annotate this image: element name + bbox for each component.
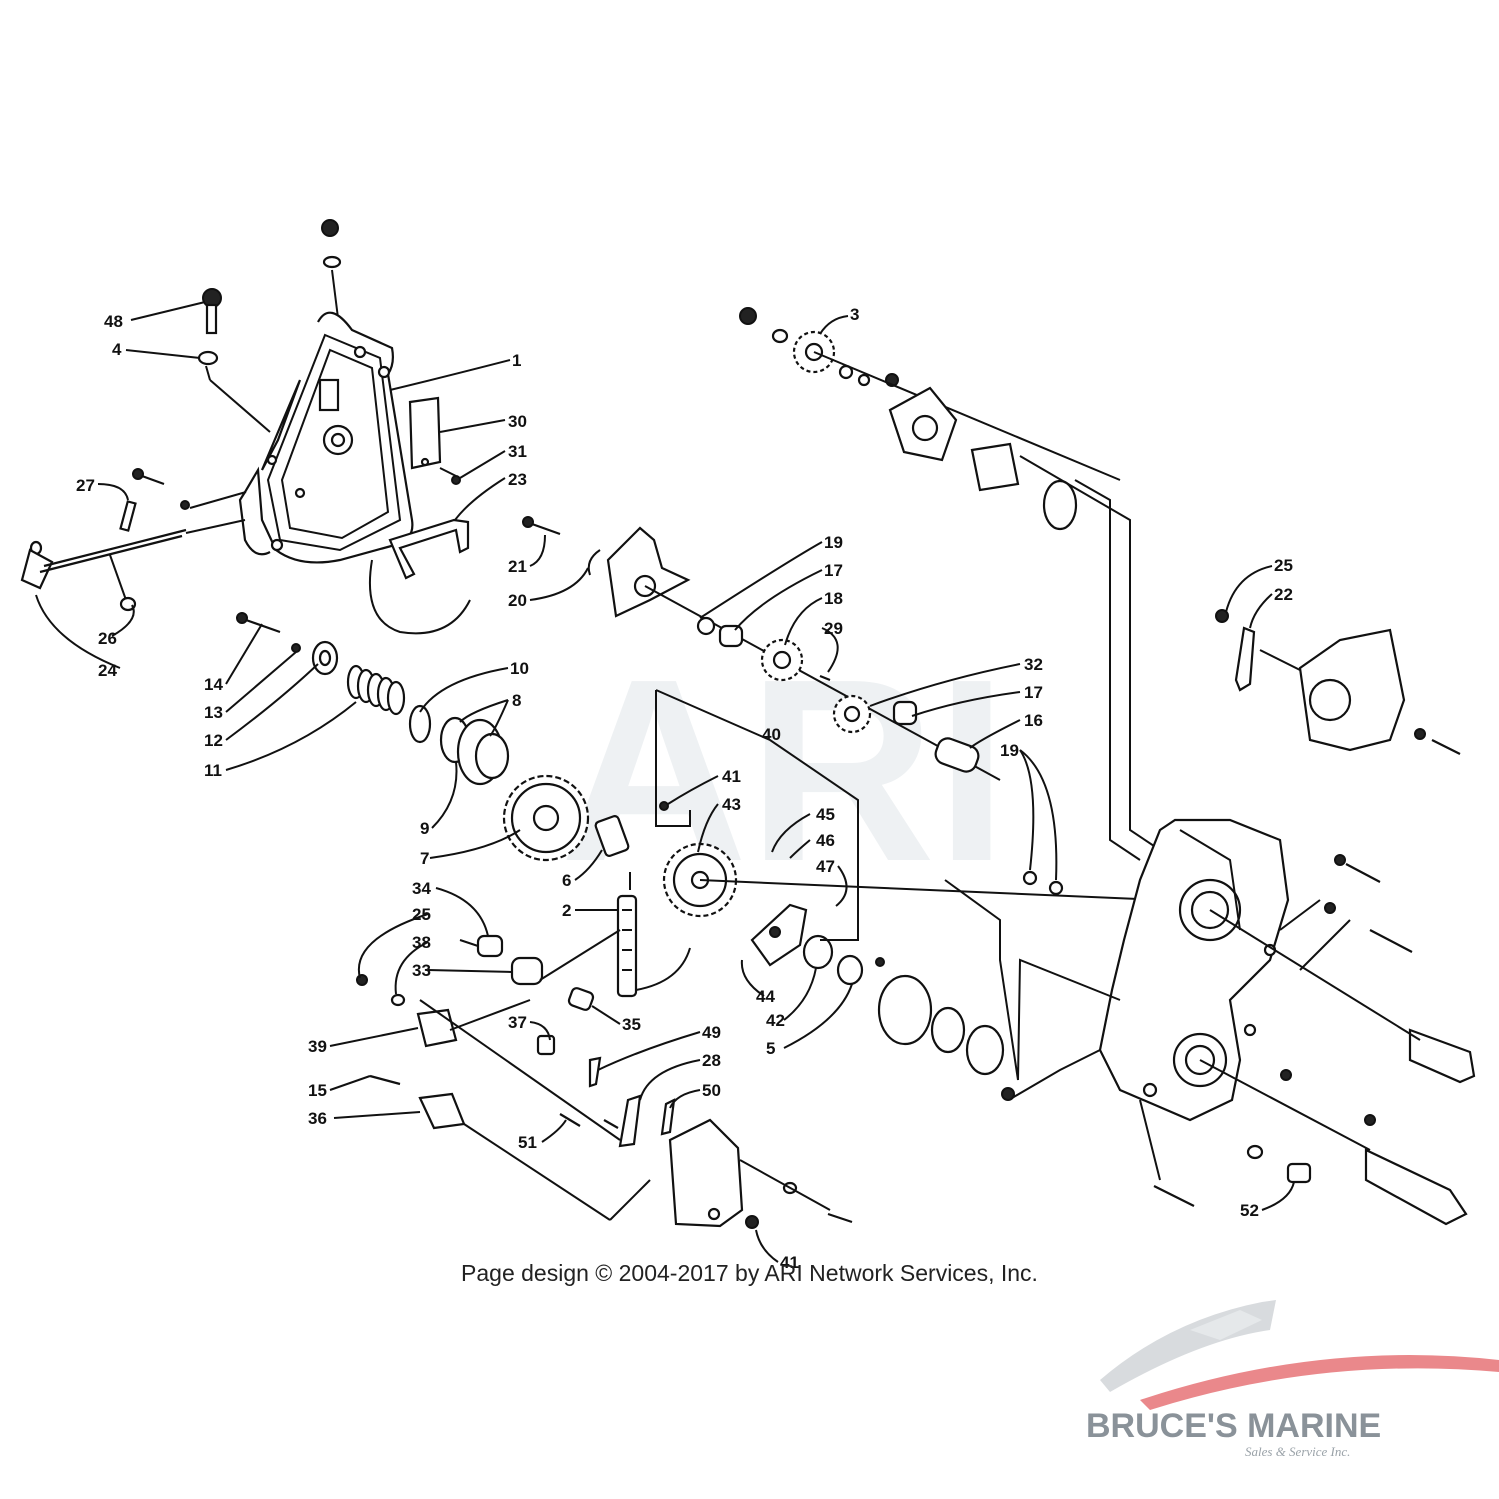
callout-46: 46	[816, 831, 835, 850]
callout-40: 40	[762, 725, 781, 744]
bottom-housing	[668, 1118, 853, 1229]
right-bolts	[1001, 854, 1476, 1226]
logo-swoosh-red	[1140, 1355, 1499, 1410]
callout-37: 37	[508, 1013, 527, 1032]
callout-4: 4	[112, 340, 122, 359]
callout-9: 9	[420, 819, 429, 838]
callout-45: 45	[816, 805, 835, 824]
callout-41-upper: 41	[722, 767, 741, 786]
plate-30	[408, 396, 461, 485]
callout-42: 42	[766, 1011, 785, 1030]
callout-19-lower: 19	[1000, 741, 1019, 760]
shift-rod	[20, 500, 246, 612]
callout-labels: 48 4 1 30 31 23 27 26 24 3 21 20 19 17 1…	[76, 305, 1293, 1272]
callout-36: 36	[308, 1109, 327, 1128]
part-drawings	[20, 219, 1476, 1229]
chain-2	[616, 872, 691, 998]
callout-18: 18	[824, 589, 843, 608]
callout-2: 2	[562, 901, 571, 920]
callout-10: 10	[510, 659, 529, 678]
callout-32: 32	[1024, 655, 1043, 674]
rollers	[459, 929, 621, 1011]
callout-51: 51	[518, 1133, 537, 1152]
callout-5: 5	[766, 1039, 775, 1058]
large-sprocket-7	[502, 774, 630, 862]
cable-loop	[368, 559, 471, 635]
callout-28: 28	[702, 1051, 721, 1070]
callout-22: 22	[1274, 585, 1293, 604]
callout-21: 21	[508, 557, 527, 576]
callout-27: 27	[76, 476, 95, 495]
callout-41-lower: 41	[780, 1253, 799, 1272]
callout-30: 30	[508, 412, 527, 431]
chain-case-cover	[238, 311, 414, 564]
sprocket-43	[659, 801, 1161, 918]
bearing-flange	[888, 386, 1161, 861]
callout-8: 8	[512, 691, 521, 710]
callout-52: 52	[1240, 1201, 1259, 1220]
callout-6: 6	[562, 871, 571, 890]
callout-25-right: 25	[1274, 556, 1293, 575]
callout-15: 15	[308, 1081, 327, 1100]
cover-side-bolt	[132, 468, 247, 510]
callout-23: 23	[508, 470, 527, 489]
screw-48	[197, 288, 271, 433]
logo-boat-cabin	[1190, 1310, 1262, 1340]
callout-44: 44	[756, 987, 775, 1006]
callout-31: 31	[508, 442, 527, 461]
callout-20: 20	[508, 591, 527, 610]
callout-33: 33	[412, 961, 431, 980]
callout-26: 26	[98, 629, 117, 648]
callout-24: 24	[98, 661, 117, 680]
gearcase-housing	[1098, 818, 1290, 1122]
callout-17-lower: 17	[1024, 683, 1043, 702]
callout-35: 35	[622, 1015, 641, 1034]
sprocket-3	[739, 307, 1121, 481]
callout-11: 11	[204, 761, 222, 780]
callout-43: 43	[722, 795, 741, 814]
callout-1: 1	[512, 351, 521, 370]
callout-47: 47	[816, 857, 835, 876]
brake-bracket-22	[1215, 609, 1461, 755]
callout-12: 12	[204, 731, 223, 750]
callout-19-upper: 19	[824, 533, 843, 552]
brake-parts	[750, 903, 1005, 1076]
bracket-23	[388, 518, 470, 580]
callout-38: 38	[412, 933, 431, 952]
block-39	[356, 974, 651, 1221]
callout-48: 48	[104, 312, 123, 331]
callout-29: 29	[824, 619, 843, 638]
callout-14: 14	[204, 675, 223, 694]
step-lines	[944, 879, 1121, 1081]
callout-50: 50	[702, 1081, 721, 1100]
callout-49: 49	[702, 1023, 721, 1042]
copyright-notice: Page design © 2004-2017 by ARI Network S…	[461, 1260, 1038, 1286]
assembly-40-bracket	[655, 689, 859, 941]
callout-17-upper: 17	[824, 561, 843, 580]
callout-3: 3	[850, 305, 859, 324]
callout-34: 34	[412, 879, 431, 898]
callout-39: 39	[308, 1037, 327, 1056]
bearings-upper	[696, 616, 1064, 896]
callout-7: 7	[420, 849, 429, 868]
logo-brand-name: BRUCE'S MARINE	[1086, 1407, 1381, 1445]
leader-lines	[35, 301, 1295, 1263]
cover-top-bolt	[321, 219, 342, 319]
brucesmarine-logo: BRUCE'S MARINE Sales & Service Inc.	[1086, 1300, 1499, 1459]
callout-13: 13	[204, 703, 223, 722]
callout-25-left: 25	[412, 905, 431, 924]
lever-assembly	[419, 999, 676, 1148]
logo-brand-tagline: Sales & Service Inc.	[1245, 1444, 1350, 1459]
callout-16: 16	[1024, 711, 1043, 730]
